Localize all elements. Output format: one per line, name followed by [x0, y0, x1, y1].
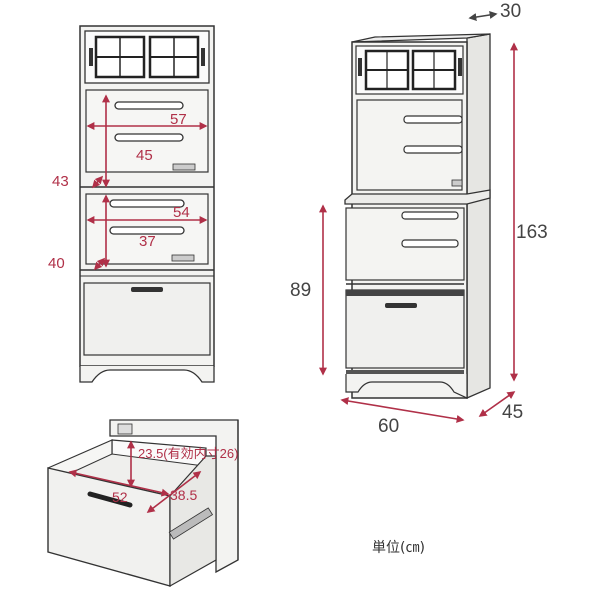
upper-glass-door-left	[94, 35, 146, 79]
counter-height-label: 89	[290, 280, 311, 301]
outlet-icon	[171, 254, 195, 262]
door-handle-icon	[358, 58, 362, 76]
depth-label: 45	[502, 402, 523, 423]
drawer-handle-icon	[385, 303, 417, 308]
width-label: 60	[378, 416, 399, 437]
top-depth-label: 30	[500, 1, 521, 22]
front-view-cabinet	[79, 25, 215, 383]
upper-glass-door-right	[148, 35, 200, 79]
lower-width-label: 54	[173, 204, 190, 221]
door-handle-icon	[89, 48, 93, 66]
unit-label: 単位(㎝)	[372, 540, 425, 556]
outlet-icon	[451, 179, 463, 187]
door-handle-icon	[458, 58, 462, 76]
door-handle-icon	[201, 48, 205, 66]
drawer-depth-label: 38.5	[170, 487, 197, 503]
drawer-width-label: 52	[112, 489, 128, 505]
drawer-detail	[47, 419, 239, 588]
perspective-glass-door-right	[411, 49, 457, 91]
upper-height-label: 45	[136, 147, 153, 164]
upper-depth-label: 43	[52, 173, 69, 190]
outlet-icon	[172, 163, 196, 171]
total-height-label: 163	[516, 222, 548, 243]
drawer-handle-icon	[131, 287, 163, 292]
drawer-height-label: 23.5(有効内寸26)	[138, 446, 238, 461]
lower-height-label: 37	[139, 233, 156, 250]
lower-depth-label: 40	[48, 255, 65, 272]
perspective-view-cabinet	[344, 33, 491, 399]
upper-width-label: 57	[170, 111, 187, 128]
perspective-glass-door-left	[364, 49, 410, 91]
